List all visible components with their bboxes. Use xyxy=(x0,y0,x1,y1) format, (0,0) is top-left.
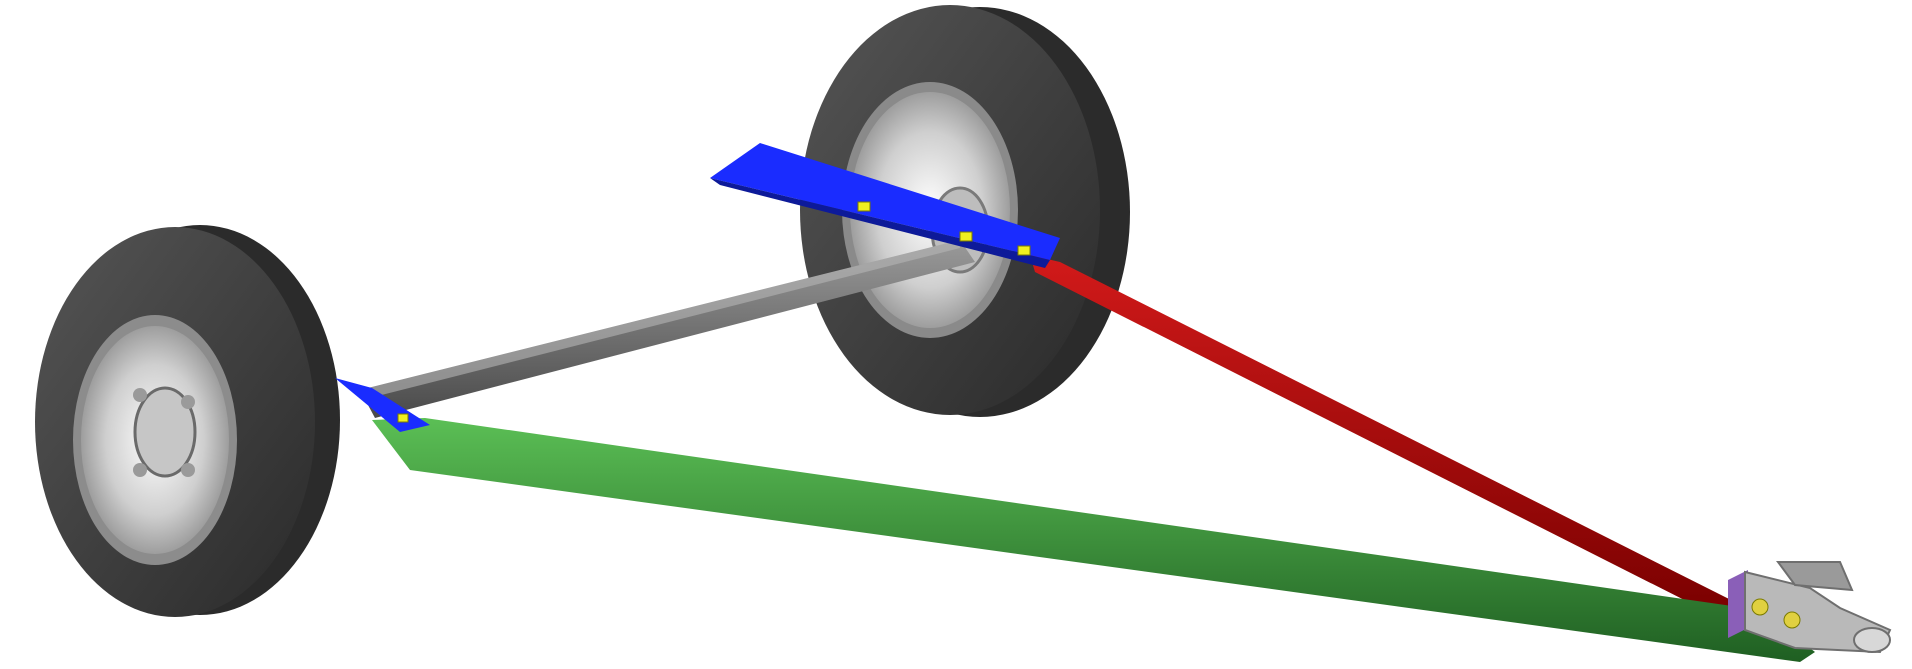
axle-tube xyxy=(360,240,975,418)
green-tongue-rail xyxy=(372,418,1815,662)
rear-blue-bracket xyxy=(710,143,1060,260)
red-tongue-rail xyxy=(1030,255,1735,614)
front-wheel xyxy=(35,225,340,617)
coupler xyxy=(1728,561,1892,654)
rear-bracket-bolts xyxy=(857,201,1031,256)
